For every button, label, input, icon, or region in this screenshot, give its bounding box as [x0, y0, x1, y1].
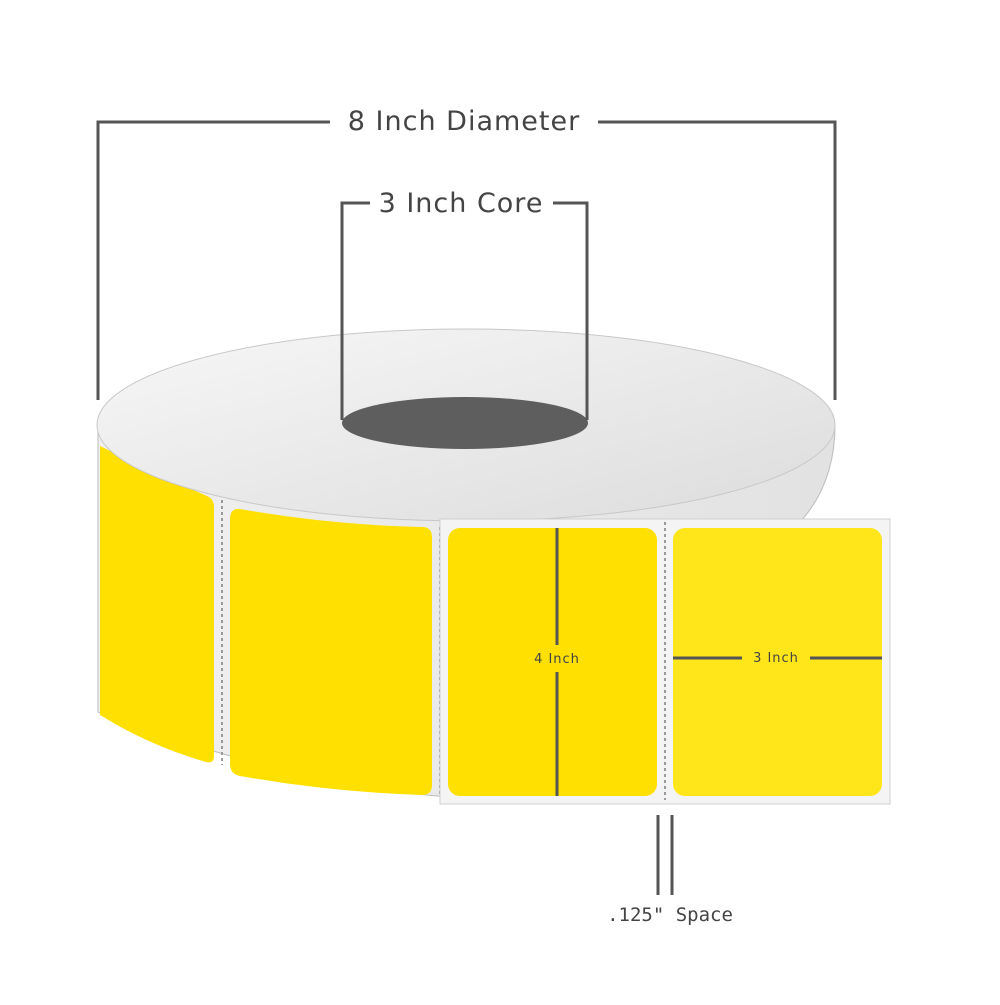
core-bracket	[340, 201, 589, 420]
gap-label: .125" Space	[607, 904, 733, 926]
diameter-label: 8 Inch Diameter	[348, 106, 580, 137]
label-4-inch	[448, 528, 657, 796]
roll-label-left	[100, 446, 214, 763]
label-3-inch	[673, 528, 882, 796]
core-label: 3 Inch Core	[379, 188, 544, 219]
height-label: 4 Inch	[534, 652, 580, 667]
width-label: 3 Inch	[753, 651, 799, 666]
core-hole	[342, 397, 588, 449]
diameter-bracket	[96, 120, 837, 400]
roll-label-center	[230, 508, 432, 795]
